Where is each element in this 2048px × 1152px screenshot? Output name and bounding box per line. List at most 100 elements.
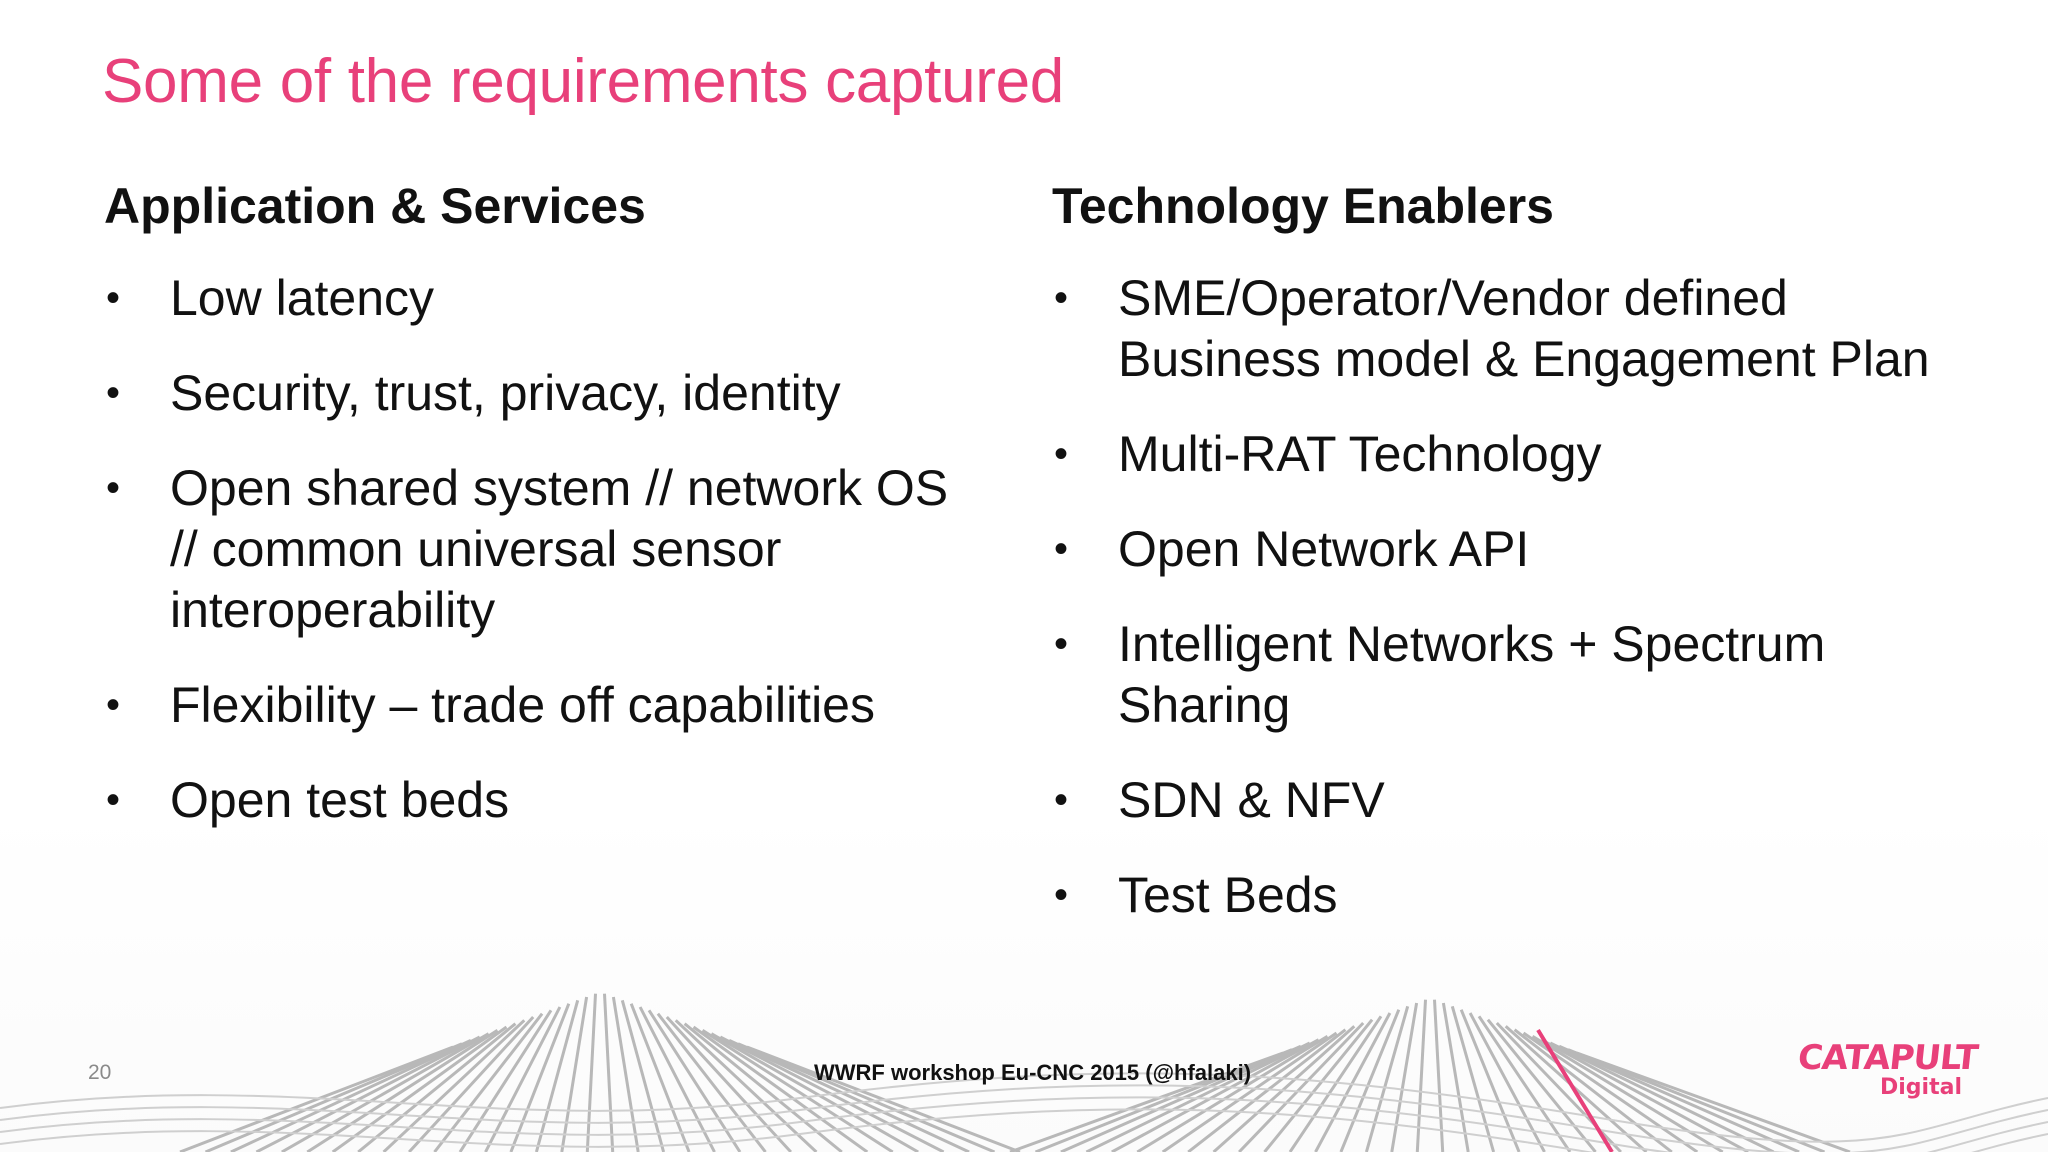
wave-line bbox=[1531, 1035, 1724, 1152]
technology-enablers-column: Technology Enablers • SME/Operator/Vendo… bbox=[1052, 176, 2012, 960]
wave-line bbox=[1513, 1028, 1673, 1152]
list-item-text: Low latency bbox=[170, 270, 435, 326]
bullet-icon: • bbox=[106, 778, 121, 822]
wave-line bbox=[433, 1012, 544, 1152]
wave-line bbox=[603, 993, 615, 1152]
list-item-text: SME/Operator/Vendor defined Business mod… bbox=[1118, 270, 1930, 387]
bullet-icon: • bbox=[106, 276, 121, 320]
bullet-icon: • bbox=[106, 466, 121, 510]
wave-line bbox=[560, 996, 589, 1152]
wave-line bbox=[674, 1019, 818, 1152]
wave-line bbox=[1415, 999, 1427, 1152]
list-item: • SDN & NFV bbox=[1052, 770, 2012, 831]
wave-line bbox=[1540, 1038, 1749, 1152]
wave-curve bbox=[0, 1084, 2048, 1152]
wave-line bbox=[1576, 1051, 1851, 1152]
wave-line bbox=[1441, 1002, 1470, 1152]
wave-line bbox=[1034, 1048, 1293, 1152]
bullet-icon: • bbox=[1054, 873, 1069, 917]
wave-line bbox=[484, 1006, 562, 1152]
list-item: • Intelligent Networks + Spectrum Sharin… bbox=[1052, 614, 2012, 736]
wave-line bbox=[728, 1038, 970, 1152]
wave-lines-decoration bbox=[0, 993, 2048, 1152]
slide-title: Some of the requirements captured bbox=[102, 47, 1064, 116]
wave-line bbox=[1111, 1038, 1320, 1152]
list-item: • Test Beds bbox=[1052, 865, 2012, 926]
technology-enablers-list: • SME/Operator/Vendor defined Business m… bbox=[1052, 268, 2012, 926]
column-heading-technology-enablers: Technology Enablers bbox=[1052, 178, 1554, 234]
list-item: • Open test beds bbox=[104, 770, 1004, 831]
catapult-digital-logo: CATAPULT Digital bbox=[1795, 1038, 1980, 1100]
wave-line bbox=[1060, 1044, 1302, 1152]
list-item-text: Test Beds bbox=[1118, 867, 1338, 923]
list-item-text: SDN & NFV bbox=[1118, 772, 1385, 828]
wave-line bbox=[509, 1003, 571, 1152]
wave-line bbox=[638, 1006, 716, 1152]
list-item: • SME/Operator/Vendor defined Business m… bbox=[1052, 268, 2012, 390]
wave-line bbox=[1314, 1012, 1392, 1152]
wave-line bbox=[306, 1029, 499, 1152]
wave-line bbox=[1009, 1051, 1284, 1152]
wave-line bbox=[585, 993, 597, 1152]
list-item-text: Open shared system // network OS // comm… bbox=[170, 460, 949, 638]
application-services-column: Application & Services • Low latency • S… bbox=[104, 176, 1004, 865]
wave-line bbox=[534, 999, 580, 1152]
wave-curve bbox=[0, 1072, 2048, 1143]
application-services-list: • Low latency • Security, trust, privacy… bbox=[104, 268, 1004, 831]
bullet-icon: • bbox=[106, 371, 121, 415]
wave-line bbox=[1549, 1041, 1775, 1152]
bullet-icon: • bbox=[1054, 622, 1069, 666]
wave-line bbox=[1468, 1012, 1546, 1152]
wave-line bbox=[1288, 1015, 1383, 1152]
list-item-text: Flexibility – trade off capabilities bbox=[170, 677, 875, 733]
wave-line bbox=[1212, 1025, 1356, 1152]
wave-line bbox=[1433, 999, 1445, 1152]
wave-line bbox=[611, 996, 640, 1152]
list-item: • Open Network API bbox=[1052, 519, 2012, 580]
wave-line bbox=[1364, 1005, 1410, 1152]
wave-line bbox=[1187, 1028, 1347, 1152]
wave-curve bbox=[0, 1096, 2048, 1152]
wave-line bbox=[204, 1042, 463, 1152]
wave-line bbox=[179, 1045, 454, 1152]
column-heading-application-services: Application & Services bbox=[104, 178, 646, 234]
wave-line bbox=[1339, 1009, 1401, 1152]
bullet-icon: • bbox=[1054, 432, 1069, 476]
wave-line bbox=[357, 1022, 517, 1152]
wave-line bbox=[1161, 1031, 1338, 1152]
wave-line bbox=[1238, 1021, 1365, 1152]
wave-line bbox=[683, 1022, 843, 1152]
list-item-text: Security, trust, privacy, identity bbox=[170, 365, 841, 421]
list-item: • Multi-RAT Technology bbox=[1052, 424, 2012, 485]
wave-curve bbox=[0, 1108, 2048, 1152]
wave-line bbox=[692, 1025, 869, 1152]
wave-line bbox=[710, 1032, 919, 1152]
list-item: • Security, trust, privacy, identity bbox=[104, 363, 1004, 424]
bullet-icon: • bbox=[1054, 778, 1069, 822]
list-item: • Low latency bbox=[104, 268, 1004, 329]
wave-line bbox=[647, 1009, 742, 1152]
wave-line bbox=[737, 1042, 996, 1152]
list-item: • Open shared system // network OS // co… bbox=[104, 458, 1004, 641]
wave-line bbox=[1390, 1002, 1419, 1152]
logo-sub-text: Digital bbox=[1880, 1075, 1962, 1100]
list-item-text: Open test beds bbox=[170, 772, 510, 828]
logo-main-text: CATAPULT bbox=[1795, 1038, 1980, 1078]
wave-line bbox=[629, 1003, 691, 1152]
list-item-text: Intelligent Networks + Spectrum Sharing bbox=[1118, 616, 1826, 733]
page-number: 20 bbox=[88, 1061, 112, 1084]
wave-line bbox=[1486, 1018, 1597, 1152]
list-item: • Flexibility – trade off capabilities bbox=[104, 675, 1004, 736]
wave-line bbox=[458, 1009, 553, 1152]
wave-line bbox=[1136, 1035, 1329, 1152]
wave-line bbox=[701, 1029, 894, 1152]
wave-line bbox=[1263, 1018, 1374, 1152]
wave-line bbox=[1477, 1015, 1572, 1152]
footer-text: WWRF workshop Eu-CNC 2015 (@hfalaki) bbox=[814, 1060, 1252, 1085]
bullet-icon: • bbox=[106, 683, 121, 727]
list-item-text: Open Network API bbox=[1118, 521, 1530, 577]
wave-line bbox=[331, 1025, 508, 1152]
wave-line bbox=[1558, 1044, 1800, 1152]
accent-line bbox=[1536, 1028, 1614, 1152]
